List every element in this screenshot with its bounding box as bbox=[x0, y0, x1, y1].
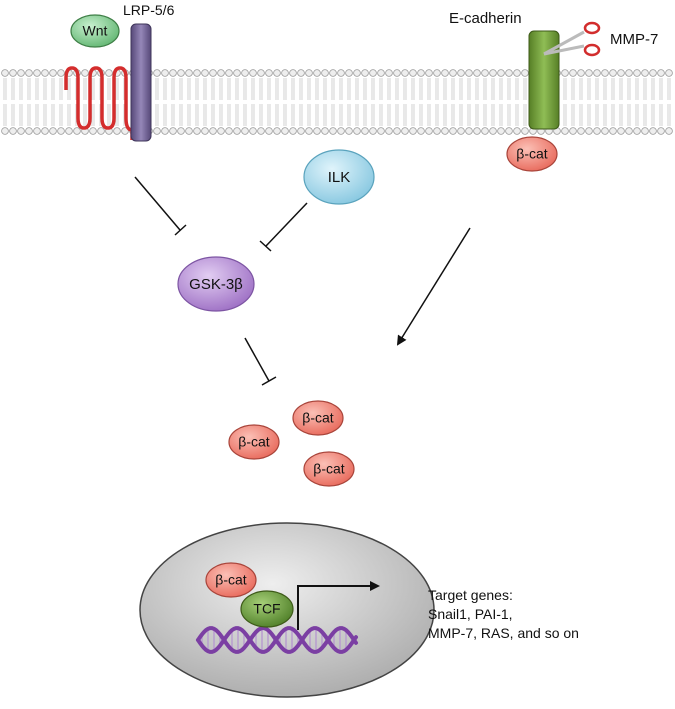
e-cadherin-receptor bbox=[528, 30, 560, 130]
tcf-node bbox=[240, 590, 294, 628]
bcat-free-3-label: β-cat bbox=[313, 461, 345, 477]
target-genes-text: Target genes: Snail1, PAI-1, MMP-7, RAS,… bbox=[428, 586, 579, 643]
bcat-free-1-label: β-cat bbox=[302, 410, 334, 426]
scissors-icon bbox=[543, 21, 601, 57]
bcat-membrane-label: β-cat bbox=[516, 146, 548, 162]
bcat-nuclear bbox=[205, 562, 257, 598]
dna-helix bbox=[196, 626, 358, 654]
release-arrow bbox=[396, 227, 471, 346]
bcat-membrane bbox=[506, 136, 558, 172]
bcat-free-2 bbox=[228, 424, 280, 460]
transcription-arrow bbox=[297, 581, 380, 630]
bcat-nuclear-label: β-cat bbox=[215, 572, 247, 588]
bcat-free-1 bbox=[292, 400, 344, 436]
bcat-free-3 bbox=[303, 451, 355, 487]
gsk3b-node bbox=[177, 256, 255, 312]
inhibit-lrp-gsk bbox=[134, 176, 187, 236]
mmp7-label: MMP-7 bbox=[610, 31, 659, 48]
tcf-label: TCF bbox=[253, 601, 280, 617]
gsk3b-label: GSK-3β bbox=[189, 276, 243, 293]
bcat-free-2-label: β-cat bbox=[238, 434, 270, 450]
frizzled-receptor-coil bbox=[64, 66, 134, 140]
target-genes-line-1: Snail1, PAI-1, bbox=[428, 606, 513, 622]
ilk-node bbox=[303, 149, 375, 205]
wnt-ligand bbox=[70, 14, 120, 48]
wnt-label: Wnt bbox=[83, 23, 108, 39]
target-genes-title: Target genes: bbox=[428, 587, 513, 603]
inhibit-gsk-bcat bbox=[244, 337, 277, 386]
lrp-receptor bbox=[130, 23, 152, 142]
ilk-label: ILK bbox=[328, 169, 351, 186]
e-cadherin-label: E-cadherin bbox=[449, 10, 522, 27]
inhibit-ilk-gsk bbox=[259, 202, 308, 252]
lrp-label: LRP-5/6 bbox=[123, 2, 175, 18]
target-genes-line-2: MMP-7, RAS, and so on bbox=[428, 625, 579, 641]
